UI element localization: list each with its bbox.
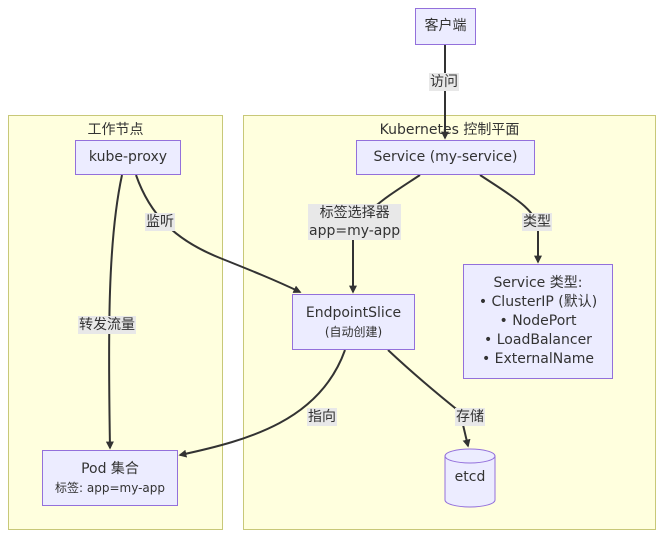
kube-proxy-node: kube-proxy [75, 140, 181, 175]
edge-endpointslice-to-pods [178, 349, 346, 458]
service-node: Service (my-service) [356, 140, 535, 175]
pod-set-node-sub: 标签: app=my-app [55, 480, 165, 495]
etcd-cylinder [444, 448, 496, 508]
edge-label-forward: 转发流量 [78, 316, 136, 334]
edge-endpointslice-to-etcd [387, 349, 471, 448]
etcd-node-label: etcd [454, 469, 486, 485]
service-type-item: • LoadBalancer [484, 332, 592, 348]
service-types-node: Service 类型: • ClusterIP (默认) • NodePort … [463, 264, 613, 379]
endpointslice-node-label: EndpointSlice [305, 304, 402, 321]
edge-proxy-to-pods [105, 174, 123, 450]
service-type-item: • ClusterIP (默认) [478, 294, 598, 310]
edge-label-selector-line: app=my-app [309, 223, 401, 239]
edge-label-type: 类型 [522, 213, 552, 231]
endpointslice-node-sub: (自动创建) [324, 324, 383, 339]
edge-proxy-to-endpointslice [135, 174, 302, 293]
edge-label-store: 存储 [455, 408, 485, 426]
pod-set-node-label: Pod 集合 [81, 460, 139, 477]
edge-label-access: 访问 [429, 73, 459, 91]
control-plane-cluster-title: Kubernetes 控制平面 [379, 122, 520, 138]
edge-label-selector-line: 标签选择器 [319, 205, 390, 221]
worker-node-cluster-title: 工作节点 [87, 122, 144, 138]
client-node-label: 客户端 [424, 18, 467, 34]
kube-proxy-node-label: kube-proxy [88, 149, 168, 165]
pod-set-node: Pod 集合 标签: app=my-app [42, 450, 178, 506]
endpointslice-node: EndpointSlice (自动创建) [292, 294, 415, 350]
edge-label-point: 指向 [307, 408, 337, 426]
edge-label-watch: 监听 [145, 213, 175, 231]
service-type-item: • NodePort [499, 313, 577, 329]
service-node-label: Service (my-service) [373, 149, 518, 165]
client-node: 客户端 [415, 8, 476, 45]
edge-label-selector: 标签选择器 app=my-app [308, 204, 402, 240]
service-types-title: Service 类型: [493, 275, 583, 291]
service-type-item: • ExternalName [481, 351, 595, 367]
